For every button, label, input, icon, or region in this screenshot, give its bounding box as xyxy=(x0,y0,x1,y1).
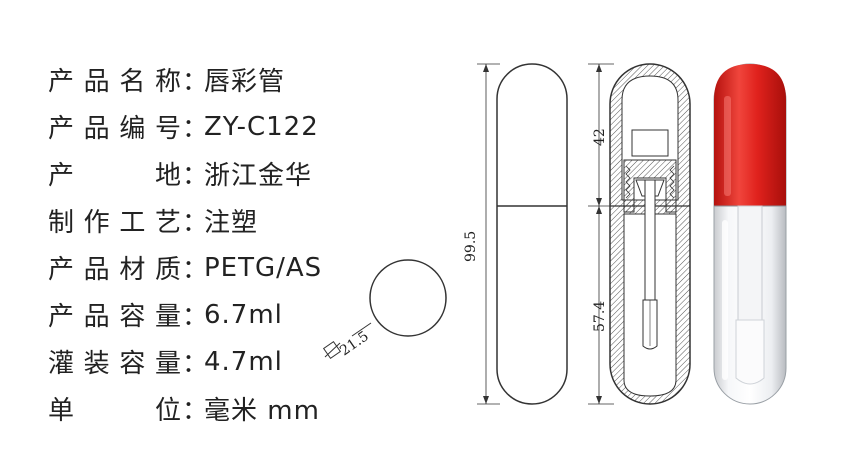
tube-section-view xyxy=(609,63,691,405)
spec-label: 产品编号 xyxy=(48,114,182,144)
spec-value: ZY-C122 xyxy=(204,111,319,142)
spec-row-process: 制作工艺：注塑 xyxy=(48,197,322,244)
spec-value: 6.7ml xyxy=(204,299,283,330)
top-view-circle xyxy=(351,259,447,337)
spec-colon: ： xyxy=(182,161,210,191)
spec-colon: ： xyxy=(182,114,210,144)
product-render xyxy=(713,63,787,405)
height-dimension-line xyxy=(477,63,500,405)
section-dimension-lines xyxy=(588,63,614,405)
spec-row-material: 产品材质：PETG/AS xyxy=(48,244,322,291)
spec-value: 唇彩管 xyxy=(204,67,286,97)
tube-outline-view xyxy=(496,63,568,405)
spec-label: 产品容量 xyxy=(48,302,182,332)
total-height-label: 99.5 xyxy=(463,231,479,262)
spec-value: 浙江金华 xyxy=(204,161,313,191)
spec-label: 灌装容量 xyxy=(48,349,182,379)
diameter-label: 21.5 xyxy=(337,328,372,359)
spec-row-origin: 产 地：浙江金华 xyxy=(48,150,322,197)
spec-row-code: 产品编号：ZY-C122 xyxy=(48,103,322,150)
spec-colon: ： xyxy=(182,349,210,379)
spec-label: 制作工艺 xyxy=(48,208,182,238)
body-height-label: 57.4 xyxy=(592,301,608,332)
spec-label: 产品名称 xyxy=(48,67,182,97)
spec-list: 产品名称：唇彩管 产品编号：ZY-C122 产 地：浙江金华 制作工艺：注塑 产… xyxy=(48,56,322,432)
spec-row-fill-capacity: 灌装容量：4.7ml xyxy=(48,338,322,385)
spec-colon: ： xyxy=(182,208,210,238)
spec-colon: ： xyxy=(182,67,210,97)
spec-colon: ： xyxy=(182,302,210,332)
spec-value: 毫米 mm xyxy=(204,396,320,426)
diameter-symbol-icon xyxy=(322,340,342,360)
spec-colon: ： xyxy=(182,255,210,285)
cap-height-label: 42 xyxy=(592,128,608,146)
spec-value: 注塑 xyxy=(204,208,259,238)
spec-row-name: 产品名称：唇彩管 xyxy=(48,56,322,103)
spec-label: 单 位 xyxy=(48,396,182,426)
spec-label: 产品材质 xyxy=(48,255,182,285)
spec-row-capacity: 产品容量：6.7ml xyxy=(48,291,322,338)
spec-row-unit: 单 位：毫米 mm xyxy=(48,385,322,432)
spec-value: 4.7ml xyxy=(204,346,283,377)
spec-label: 产 地 xyxy=(48,161,182,191)
spec-colon: ： xyxy=(182,396,210,426)
spec-value: PETG/AS xyxy=(204,252,323,283)
